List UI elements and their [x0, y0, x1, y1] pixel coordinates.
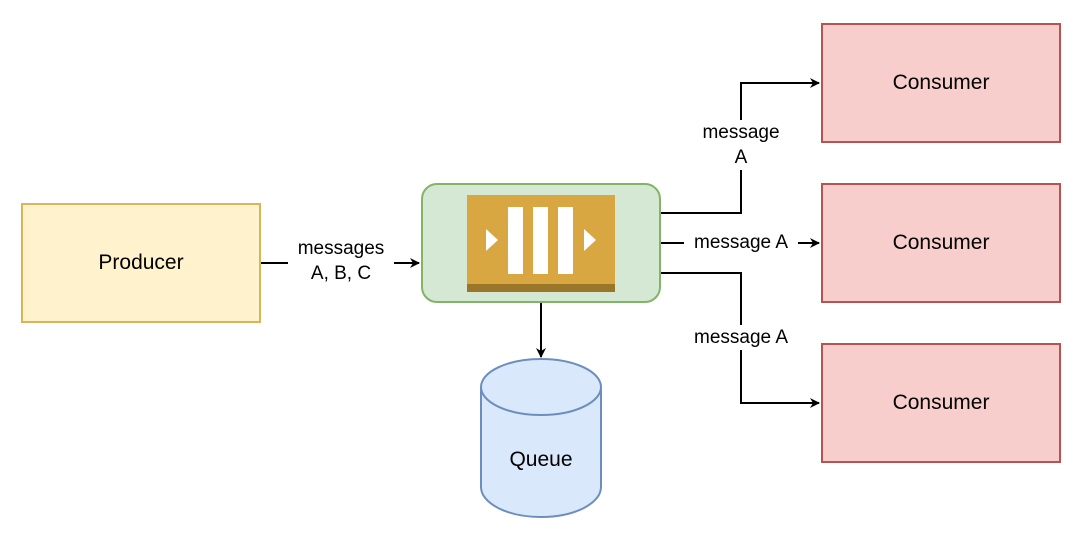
- consumer-node-1: Consumer: [821, 23, 1061, 143]
- edge-label-producer-to-broker: messages A, B, C: [288, 236, 394, 286]
- message-broker-icon: [467, 195, 615, 292]
- producer-label: Producer: [98, 251, 184, 274]
- edge-label-consumer-3: message A: [684, 325, 798, 350]
- edge-label-consumer-2: message A: [684, 230, 798, 255]
- edge-label-line: message: [702, 122, 780, 143]
- queue-cylinder: [480, 358, 602, 518]
- consumer-label-3: Consumer: [892, 391, 990, 414]
- consumer-node-3: Consumer: [821, 343, 1061, 463]
- edge-label-line: A: [734, 147, 748, 168]
- consumer-label-2: Consumer: [892, 231, 990, 254]
- edge-label-line: A, B, C: [310, 263, 372, 284]
- consumer-node-2: Consumer: [821, 183, 1061, 303]
- producer-node: Producer: [21, 203, 261, 323]
- queue-label: Queue: [509, 448, 573, 471]
- edge-label-line: messages: [297, 238, 385, 259]
- edge-label-consumer-1: message A: [694, 120, 788, 170]
- consumer-label-1: Consumer: [892, 71, 990, 94]
